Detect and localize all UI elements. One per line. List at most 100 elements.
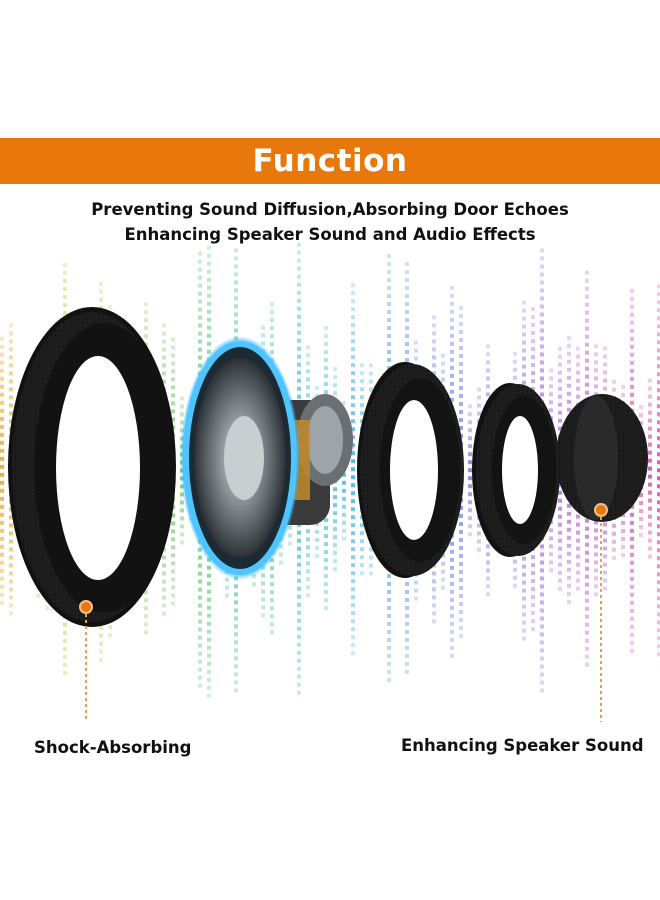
equalizer-dot bbox=[9, 507, 13, 512]
equalizer-dot bbox=[450, 629, 454, 634]
equalizer-dot bbox=[594, 384, 598, 389]
equalizer-dot bbox=[360, 403, 364, 408]
equalizer-dot bbox=[630, 312, 634, 317]
equalizer-dot bbox=[351, 283, 355, 288]
equalizer-dot bbox=[351, 451, 355, 456]
equalizer-dot bbox=[333, 487, 337, 492]
equalizer-dot bbox=[351, 483, 355, 488]
equalizer-dot bbox=[603, 530, 607, 535]
equalizer-dot bbox=[540, 664, 544, 669]
equalizer-dot bbox=[0, 344, 4, 349]
equalizer-dot bbox=[657, 292, 660, 297]
equalizer-dot bbox=[180, 540, 184, 545]
equalizer-dot bbox=[540, 672, 544, 677]
equalizer-dot bbox=[558, 546, 562, 551]
equalizer-dot bbox=[351, 323, 355, 328]
equalizer-dot bbox=[351, 595, 355, 600]
equalizer-dot bbox=[603, 362, 607, 367]
equalizer-dot bbox=[351, 403, 355, 408]
equalizer-dot bbox=[351, 363, 355, 368]
equalizer-dot bbox=[468, 428, 472, 433]
foam-disc bbox=[556, 394, 648, 522]
equalizer-dot bbox=[459, 346, 463, 350]
equalizer-dot bbox=[576, 370, 580, 375]
equalizer-dot bbox=[522, 308, 526, 313]
equalizer-dot bbox=[351, 491, 355, 496]
equalizer-dot bbox=[207, 685, 211, 690]
equalizer-dot bbox=[657, 452, 660, 457]
equalizer-dot bbox=[594, 528, 598, 533]
equalizer-dot bbox=[0, 424, 4, 429]
equalizer-dot bbox=[540, 320, 544, 325]
equalizer-dot bbox=[270, 566, 274, 571]
equalizer-dot bbox=[549, 544, 553, 549]
equalizer-dot bbox=[234, 304, 238, 309]
equalizer-dot bbox=[0, 368, 4, 373]
equalizer-dot bbox=[63, 311, 67, 315]
equalizer-dot bbox=[99, 305, 103, 310]
equalizer-dot bbox=[558, 498, 562, 503]
equalizer-dot bbox=[657, 628, 660, 633]
equalizer-dot bbox=[531, 571, 535, 576]
equalizer-dot bbox=[648, 458, 652, 463]
equalizer-dot bbox=[333, 519, 337, 524]
equalizer-dot bbox=[522, 636, 526, 641]
equalizer-dot bbox=[171, 409, 175, 414]
equalizer-dot bbox=[207, 301, 211, 306]
equalizer-dot bbox=[549, 400, 553, 405]
equalizer-dot bbox=[405, 646, 409, 650]
equalizer-dot bbox=[639, 533, 643, 537]
equalizer-dot bbox=[558, 538, 562, 543]
equalizer-dot bbox=[432, 331, 436, 336]
equalizer-dot bbox=[459, 426, 463, 430]
equalizer-dot bbox=[369, 379, 373, 384]
equalizer-dot bbox=[522, 340, 526, 345]
equalizer-dot bbox=[297, 306, 301, 311]
equalizer-dot bbox=[171, 337, 175, 342]
equalizer-dot bbox=[351, 387, 355, 392]
equalizer-dot bbox=[630, 352, 634, 357]
equalizer-dot bbox=[198, 635, 202, 640]
equalizer-dot bbox=[234, 680, 238, 685]
equalizer-dot bbox=[351, 443, 355, 448]
equalizer-dot bbox=[261, 341, 265, 346]
equalizer-dot bbox=[540, 272, 544, 277]
equalizer-dot bbox=[207, 581, 211, 586]
equalizer-dot bbox=[198, 571, 202, 576]
equalizer-dot bbox=[540, 368, 544, 373]
equalizer-dot bbox=[459, 626, 463, 630]
equalizer-dot bbox=[234, 632, 238, 637]
equalizer-dot bbox=[630, 360, 634, 365]
equalizer-dot bbox=[162, 371, 166, 376]
equalizer-dot bbox=[585, 558, 589, 563]
equalizer-dot bbox=[657, 316, 660, 321]
equalizer-dot bbox=[162, 347, 166, 352]
equalizer-dot bbox=[567, 511, 571, 516]
equalizer-dot bbox=[459, 394, 463, 398]
equalizer-dot bbox=[522, 372, 526, 377]
equalizer-dot bbox=[306, 529, 310, 534]
equalizer-dot bbox=[585, 630, 589, 635]
equalizer-dot bbox=[297, 578, 301, 583]
equalizer-dot bbox=[459, 602, 463, 606]
equalizer-dot bbox=[0, 568, 4, 573]
equalizer-dot bbox=[468, 516, 472, 521]
equalizer-dot bbox=[9, 587, 13, 592]
equalizer-dot bbox=[648, 418, 652, 423]
equalizer-dot bbox=[63, 295, 67, 299]
equalizer-dot bbox=[558, 514, 562, 519]
equalizer-dot bbox=[99, 297, 103, 302]
equalizer-dot bbox=[0, 480, 4, 485]
equalizer-dot bbox=[180, 532, 184, 537]
equalizer-dot bbox=[144, 326, 148, 331]
equalizer-dot bbox=[468, 412, 472, 417]
equalizer-dot bbox=[459, 578, 463, 582]
equalizer-dot bbox=[585, 358, 589, 363]
equalizer-dot bbox=[522, 348, 526, 353]
equalizer-dot bbox=[576, 362, 580, 367]
equalizer-dot bbox=[9, 523, 13, 528]
equalizer-dot bbox=[603, 586, 607, 591]
equalizer-dot bbox=[558, 354, 562, 359]
equalizer-dot bbox=[657, 596, 660, 601]
equalizer-dot bbox=[486, 568, 490, 573]
